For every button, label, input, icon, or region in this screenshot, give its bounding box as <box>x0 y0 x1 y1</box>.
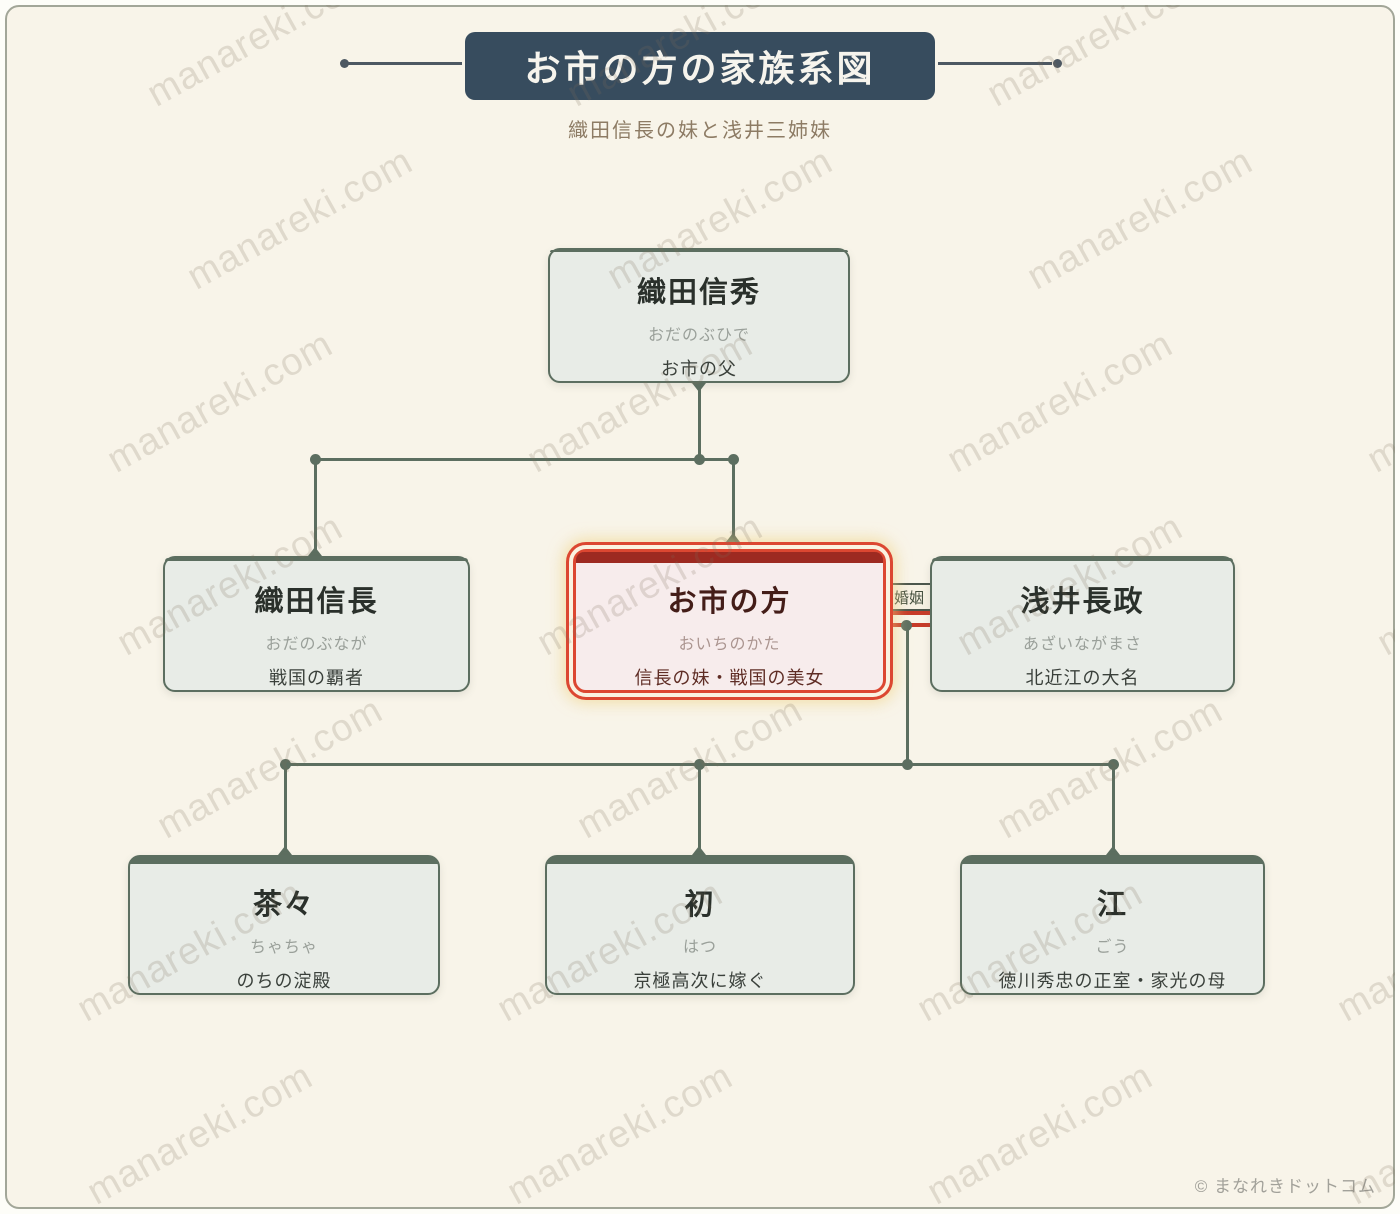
person-name: 江 <box>1096 889 1128 921</box>
person-name: 茶々 <box>252 889 315 921</box>
person-kana: おだのぶなが <box>265 636 368 653</box>
person-desc: お市の父 <box>661 359 737 379</box>
node-gou: 江 ごう 徳川秀忠の正室・家光の母 <box>960 855 1265 995</box>
node-header-bar <box>165 558 468 561</box>
person-name: 浅井長政 <box>1020 586 1145 618</box>
title-banner: お市の方の家族系図 <box>465 32 935 100</box>
person-kana: はつ <box>682 939 717 956</box>
node-oichi: お市の方 おいちのかた 信長の妹・戦国の美女 <box>573 549 886 693</box>
page-subtitle: 織田信長の妹と浅井三姉妹 <box>568 120 832 142</box>
title-deco-line-left <box>348 62 462 65</box>
person-kana: ちゃちゃ <box>249 939 318 956</box>
node-header-bar <box>962 857 1263 864</box>
connector-to-gou <box>1112 764 1115 855</box>
node-oichi-highlight-ring: お市の方 おいちのかた 信長の妹・戦国の美女 <box>566 542 893 700</box>
connector-arrow-to-hatsu <box>692 846 706 855</box>
copyright-footer: © まなれきドットコム <box>1194 1177 1376 1196</box>
junction-dot-nobuhide <box>694 454 705 465</box>
connector-to-chacha <box>284 764 287 855</box>
node-header-bar <box>547 857 853 864</box>
junction-dot-marriage-drop <box>902 759 913 770</box>
node-chacha: 茶々 ちゃちゃ のちの淀殿 <box>128 855 440 995</box>
person-kana: おだのぶひで <box>647 327 750 344</box>
connector-to-nobunaga <box>314 459 317 556</box>
title-deco-dot-right <box>1053 59 1062 68</box>
person-kana: おいちのかた <box>678 636 781 653</box>
node-azai-nagamasa: 浅井長政 あざいながまさ 北近江の大名 <box>930 556 1235 692</box>
person-desc: 戦国の覇者 <box>269 668 364 688</box>
marriage-line-top <box>891 611 931 615</box>
node-oda-nobunaga: 織田信長 おだのぶなが 戦国の覇者 <box>163 556 470 692</box>
page-title: お市の方の家族系図 <box>524 48 876 89</box>
person-name: お市の方 <box>667 586 792 618</box>
node-header-bar <box>130 857 438 864</box>
title-deco-line-right <box>938 62 1052 65</box>
connector-siblings-horizontal <box>314 458 734 461</box>
person-name: 初 <box>684 889 716 921</box>
person-name: 織田信長 <box>254 586 379 618</box>
connector-arrow-to-oichi <box>726 533 740 542</box>
node-header-bar <box>576 552 883 563</box>
person-kana: あざいながまさ <box>1022 636 1142 653</box>
person-desc: 徳川秀忠の正室・家光の母 <box>998 971 1227 991</box>
person-desc: 北近江の大名 <box>1025 668 1140 688</box>
connector-to-oichi <box>732 459 735 542</box>
connector-arrow-to-nobunaga <box>308 547 322 556</box>
title-deco-dot-left <box>340 59 349 68</box>
junction-dot-marriage <box>901 620 912 631</box>
connector-to-hatsu <box>698 764 701 855</box>
node-header-bar <box>550 250 848 252</box>
connector-marriage-vertical <box>906 627 909 764</box>
connector-arrow-to-gou <box>1106 846 1120 855</box>
person-desc: 信長の妹・戦国の美女 <box>634 668 825 688</box>
node-header-bar <box>932 558 1233 561</box>
node-oda-nobuhide: 織田信秀 おだのぶひで お市の父 <box>548 248 850 383</box>
person-desc: 京極高次に嫁ぐ <box>633 971 767 991</box>
node-hatsu: 初 はつ 京極高次に嫁ぐ <box>545 855 855 995</box>
person-kana: ごう <box>1095 939 1130 956</box>
marriage-label-text: 婚姻 <box>893 589 924 607</box>
person-name: 織田信秀 <box>636 277 761 309</box>
connector-arrow-to-chacha <box>278 846 292 855</box>
person-desc: のちの淀殿 <box>236 971 332 991</box>
connector-nobuhide-vertical <box>698 384 701 460</box>
